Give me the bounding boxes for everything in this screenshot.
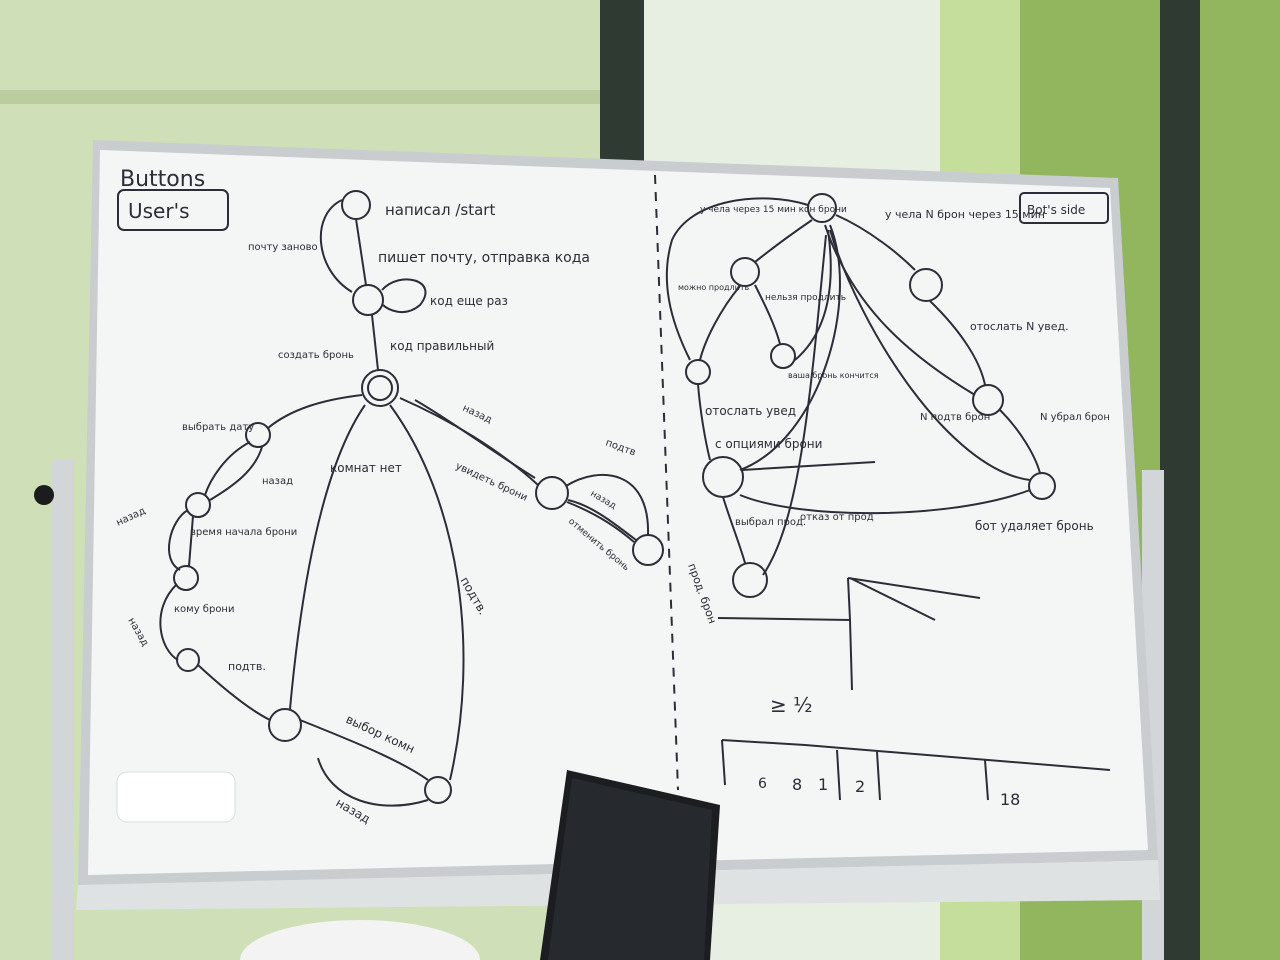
left-diagram-strokes	[117, 189, 664, 807]
label-chose-extend: выбрал прод.	[735, 517, 806, 528]
window-sill	[0, 90, 600, 104]
label-can-extend: можно продлить	[678, 283, 750, 292]
state-time	[185, 492, 211, 518]
bot-state-extended	[732, 562, 768, 598]
label-no-rooms: комнат нет	[330, 461, 402, 475]
right-diagram-strokes	[665, 192, 1111, 801]
tick-6: 6	[758, 776, 767, 792]
stand-leg-left	[52, 460, 74, 960]
state-code	[352, 284, 384, 316]
label-send-n-notif: отослать N увед.	[970, 320, 1069, 333]
board-surface	[88, 150, 1148, 875]
label-back-1: назад	[262, 476, 293, 487]
white-chair	[240, 920, 480, 960]
heading-buttons: Buttons	[120, 167, 205, 192]
label-n-bookings-15min: у чела N брон через 15 мин	[885, 208, 1045, 221]
tick-8: 8	[792, 775, 802, 794]
label-create-booking: создать бронь	[278, 350, 354, 361]
label-email-again: почту заново	[248, 242, 318, 253]
divider-line	[654, 174, 679, 791]
label-bot-deletes: бот удаляет бронь	[975, 519, 1094, 533]
box-users: User's	[128, 199, 190, 223]
label-email: пишет почту, отправка кода	[378, 250, 590, 266]
label-n-removed: N убрал брон	[1040, 412, 1110, 423]
sketch-formula: ≥ ½	[770, 693, 813, 717]
label-start-time: время начала брони	[190, 527, 297, 538]
bot-state-notify	[730, 257, 760, 287]
label-n-confirmed: N подтв брон	[920, 412, 990, 423]
tick-18: 18	[1000, 790, 1020, 809]
bot-state-n-notify	[909, 268, 943, 302]
label-choose-date: выбрать дату	[182, 422, 254, 433]
label-declined-extend: отказ от прод	[800, 512, 874, 523]
state-whom	[173, 565, 199, 591]
label-user-15min: у чела через 15 мин кон брони	[700, 205, 847, 215]
label-whom: кому брони	[174, 604, 234, 615]
state-bookings	[535, 476, 569, 510]
bot-state-removed	[1028, 472, 1056, 500]
stand-knob	[34, 485, 54, 505]
label-send-notif: отослать увед	[705, 404, 796, 418]
box-bots-side: Bot's side	[1027, 203, 1085, 217]
bot-state-no-extend	[770, 343, 796, 369]
state-room	[268, 708, 302, 742]
label-booking-ends: ваша бронь кончится	[788, 371, 879, 380]
label-cannot-extend: нельзя продлить	[765, 293, 846, 303]
window-frame-2	[1160, 0, 1200, 960]
state-room-pick	[424, 776, 452, 804]
users-box	[117, 189, 229, 231]
right-labels: Bot's side у чела через 15 мин кон брони…	[678, 203, 1110, 809]
label-start: написал /start	[385, 201, 495, 219]
tick-1: 1	[818, 775, 828, 794]
label-booking-options: с опциями брони	[715, 437, 822, 451]
bot-state-sent	[972, 384, 1004, 416]
label-code-correct: код правильный	[390, 339, 494, 353]
state-date	[245, 422, 271, 448]
tick-2: 2	[855, 777, 865, 796]
eraser	[116, 771, 236, 823]
bots-side-box	[1019, 192, 1109, 224]
label-confirm-1: подтв.	[228, 660, 266, 673]
label-code-again: код еще раз	[430, 294, 508, 308]
state-menu-inner	[367, 375, 393, 401]
state-menu	[361, 369, 399, 407]
laptop-display	[548, 778, 712, 960]
bot-state-start	[807, 193, 837, 223]
